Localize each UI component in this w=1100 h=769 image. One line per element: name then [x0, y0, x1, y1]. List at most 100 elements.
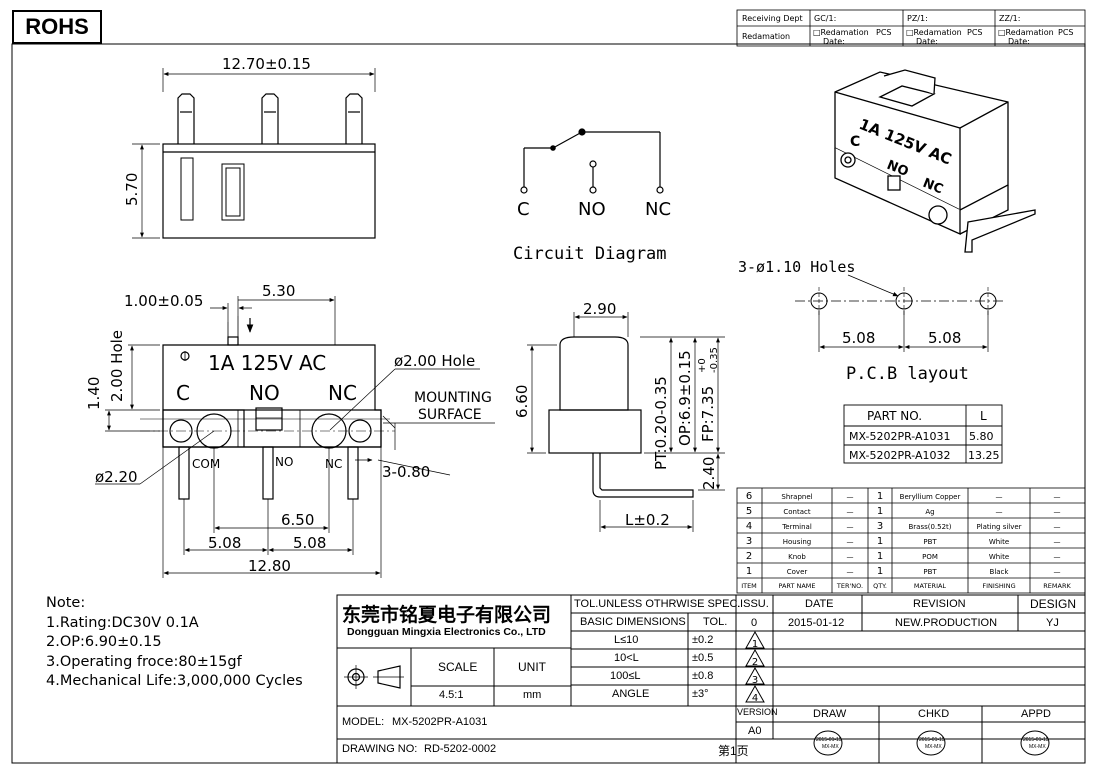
- unit-value: mm: [523, 689, 542, 701]
- scale-value: 4.5:1: [439, 689, 464, 701]
- page-number: 第1页: [718, 744, 749, 758]
- revision-triangle: [745, 684, 765, 703]
- surface-label: SURFACE: [418, 407, 482, 423]
- tol-row-1-val: ±0.2: [692, 634, 714, 646]
- bom-cell: Knob: [788, 553, 806, 561]
- part-table: [843, 404, 1003, 464]
- version-label: VERSION: [737, 707, 778, 717]
- drawing-value: RD-5202-0002: [424, 743, 497, 755]
- dim-op: OP:6.9±0.15: [676, 350, 694, 446]
- note-item: 4.Mechanical Life:3,000,000 Cycles: [46, 673, 303, 689]
- revision-triangle-number: 2: [752, 657, 758, 668]
- bom-cell: 2: [746, 551, 752, 562]
- top-height-dim: 5.70: [123, 173, 141, 206]
- cell-unit: PCS: [967, 28, 983, 37]
- bom-table-grid: [736, 487, 1086, 594]
- bom-cell: —: [1054, 508, 1061, 516]
- pin-label-com: COM: [192, 457, 220, 471]
- redamation-label: Redamation: [742, 32, 790, 41]
- pin-label-no: NO: [275, 455, 293, 469]
- bom-cell: 1: [877, 506, 883, 517]
- cell-redamation: □Redamation: [906, 28, 962, 37]
- dim-3-0-80: 3-0.80: [382, 463, 430, 481]
- title-block-grid: [336, 594, 1086, 764]
- top-width-dim: 12.70±0.15: [222, 55, 311, 73]
- circuit-title: Circuit Diagram: [513, 244, 667, 264]
- bom-cell: Brass(0.52t): [908, 523, 951, 531]
- front-marking: 1A 125V AC: [208, 351, 326, 375]
- bom-cell: —: [1054, 493, 1061, 501]
- cell-date: Date:: [916, 37, 938, 46]
- dim-dia-2-20: ø2.20: [95, 468, 138, 486]
- model-label: MODEL:: [342, 716, 385, 728]
- dim-12-80: 12.80: [248, 557, 291, 575]
- receiving-table: [736, 9, 1086, 47]
- rev-date: 2015-01-12: [788, 617, 845, 629]
- bom-cell: 1: [877, 551, 883, 562]
- bom-cell: POM: [922, 553, 938, 561]
- scale-label: SCALE: [438, 660, 478, 674]
- gc-label: GC/1:: [814, 14, 836, 23]
- bom-header: QTY.: [873, 582, 887, 590]
- bom-cell: 1: [877, 536, 883, 547]
- dim-2-40: 2.40: [700, 457, 718, 490]
- notes: Note: 1.Rating:DC30V 0.1A 2.OP:6.90±0.15…: [46, 594, 303, 692]
- revision-triangle-number: 1: [752, 639, 758, 650]
- revision-triangle: [745, 666, 765, 685]
- iso-label-nc: NC: [921, 176, 946, 198]
- dim-6-60: 6.60: [513, 385, 531, 418]
- revision-header: REVISION: [913, 598, 966, 610]
- bom-header: FINISHING: [982, 582, 1015, 590]
- side-view: [527, 312, 725, 532]
- pcb-title: P.C.B layout: [846, 364, 969, 384]
- bom-cell: White: [989, 538, 1009, 546]
- tol-row-1-range: L≤10: [614, 634, 639, 646]
- notes-title: Note:: [46, 595, 86, 611]
- bom-cell: Plating silver: [976, 523, 1021, 531]
- stamp-code: MX-MX: [822, 744, 839, 750]
- pin-label-nc: NC: [325, 457, 342, 471]
- front-label-c: C: [176, 381, 190, 405]
- receiving-cells: □Redamation PCS Date: □Redamation PCS Da…: [813, 28, 1074, 46]
- note-item: 2.OP:6.90±0.15: [46, 634, 162, 650]
- bom-cell: —: [847, 508, 854, 516]
- bom-cell: Housing: [783, 538, 811, 546]
- part-row-2-l: 13.25: [968, 449, 1000, 462]
- cell-redamation: □Redamation: [813, 28, 869, 37]
- bom-cell: —: [1054, 538, 1061, 546]
- rev-no: 0: [751, 617, 758, 629]
- bom-cell: —: [847, 553, 854, 561]
- bom-header: MATERIAL: [914, 582, 947, 590]
- stamp-code: MX-MX: [1029, 744, 1046, 750]
- dim-5-30: 5.30: [262, 282, 295, 300]
- tol-row-3-val: ±0.8: [692, 670, 714, 682]
- bom-cell: 3: [746, 536, 752, 547]
- approval-stamps: [813, 730, 1050, 756]
- bom-cell: —: [847, 538, 854, 546]
- stamp-date: 2015-01-15: [919, 737, 945, 743]
- dim-6-50: 6.50: [281, 511, 314, 529]
- bom-cell: White: [989, 553, 1009, 561]
- dim-fp-plus: +0: [697, 358, 708, 373]
- basic-dimensions: BASIC DIMENSIONS: [580, 616, 686, 628]
- note-item: 1.Rating:DC30V 0.1A: [46, 614, 199, 631]
- appd-label: APPD: [1021, 708, 1051, 720]
- revision-triangle: [745, 630, 765, 649]
- isometric-view: [834, 69, 1036, 253]
- pcb-dim-1: 5.08: [842, 329, 875, 347]
- tol-row-3-range: 100≤L: [610, 670, 641, 682]
- bom-cell: PBT: [923, 568, 937, 576]
- pcb-dim-2: 5.08: [928, 329, 961, 347]
- tol-header: TOL.UNLESS OTHRWISE SPEC.: [574, 598, 741, 610]
- tol-row-4-val: ±3°: [692, 688, 709, 700]
- zz-label: ZZ/1:: [999, 14, 1020, 23]
- bom-cell: —: [1054, 553, 1061, 561]
- pcb-holes-label: 3-ø1.10 Holes: [738, 258, 855, 276]
- issu-header: .ISSU.: [737, 598, 769, 610]
- bom-cell: 1: [877, 566, 883, 577]
- bom-cell: Shrapnel: [781, 493, 812, 501]
- rohs-label: ROHS: [12, 10, 102, 44]
- bom-cell: Contact: [783, 508, 810, 516]
- dim-pt: PT:0.20-0.35: [652, 376, 670, 470]
